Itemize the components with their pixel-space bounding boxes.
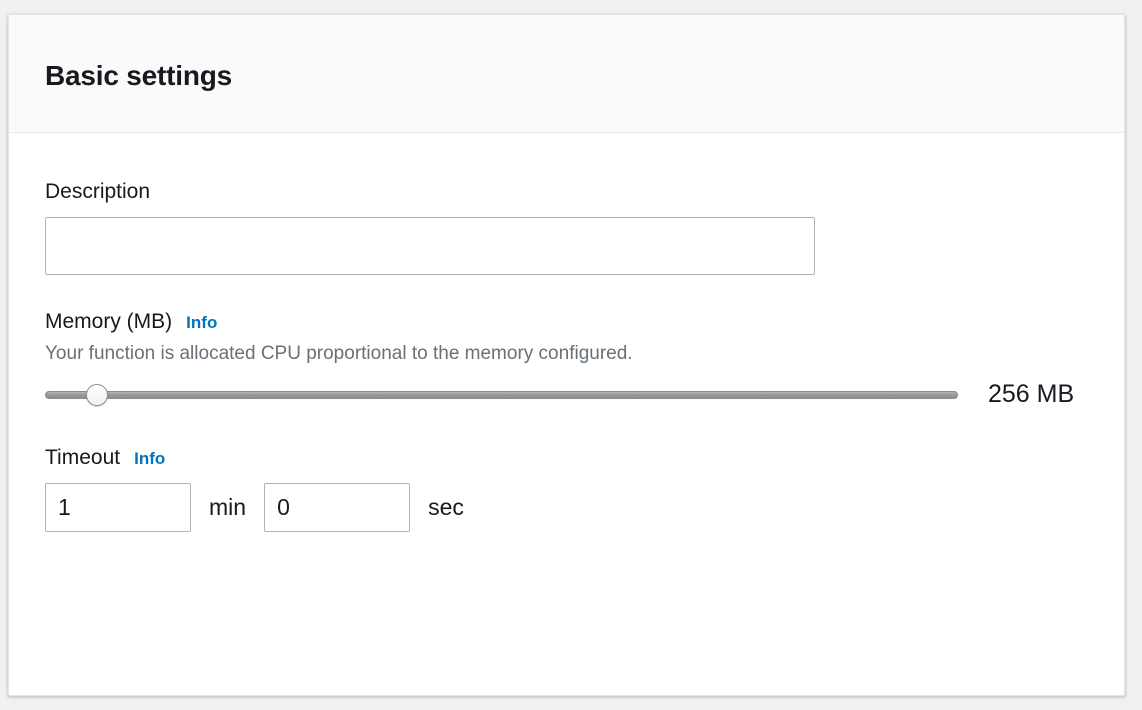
- memory-slider-wrapper: [45, 383, 958, 407]
- timeout-minutes-unit-label: min: [209, 494, 247, 521]
- timeout-info-link[interactable]: Info: [134, 449, 166, 469]
- timeout-seconds-input[interactable]: [264, 483, 411, 533]
- memory-label: Memory (MB) Info: [45, 309, 1088, 335]
- description-input[interactable]: [45, 217, 815, 276]
- description-label: Description: [45, 179, 1088, 205]
- timeout-label-text: Timeout: [45, 446, 121, 470]
- timeout-seconds-unit-label: sec: [428, 494, 464, 521]
- page-title: Basic settings: [45, 59, 233, 91]
- memory-info-link[interactable]: Info: [186, 313, 218, 333]
- timeout-label: Timeout Info: [45, 445, 1088, 471]
- timeout-field-group: Timeout Info min sec: [45, 445, 1088, 533]
- memory-slider-row: 256 MB: [45, 380, 1088, 409]
- memory-hint-text: Your function is allocated CPU proportio…: [45, 342, 633, 364]
- description-label-text: Description: [45, 180, 151, 203]
- timeout-minutes-input[interactable]: [45, 483, 191, 533]
- panel-body: Description Memory (MB) Info Your functi…: [9, 133, 1124, 533]
- description-field-group: Description: [45, 179, 1088, 276]
- memory-slider[interactable]: [45, 383, 958, 406]
- memory-value-label: 256 MB: [988, 380, 1075, 409]
- memory-label-text: Memory (MB): [45, 310, 173, 334]
- timeout-inputs-row: min sec: [45, 483, 1088, 533]
- memory-field-group: Memory (MB) Info Your function is alloca…: [45, 309, 1088, 409]
- basic-settings-panel: Basic settings Description Memory (MB) I…: [8, 14, 1125, 696]
- panel-header: Basic settings: [9, 15, 1124, 133]
